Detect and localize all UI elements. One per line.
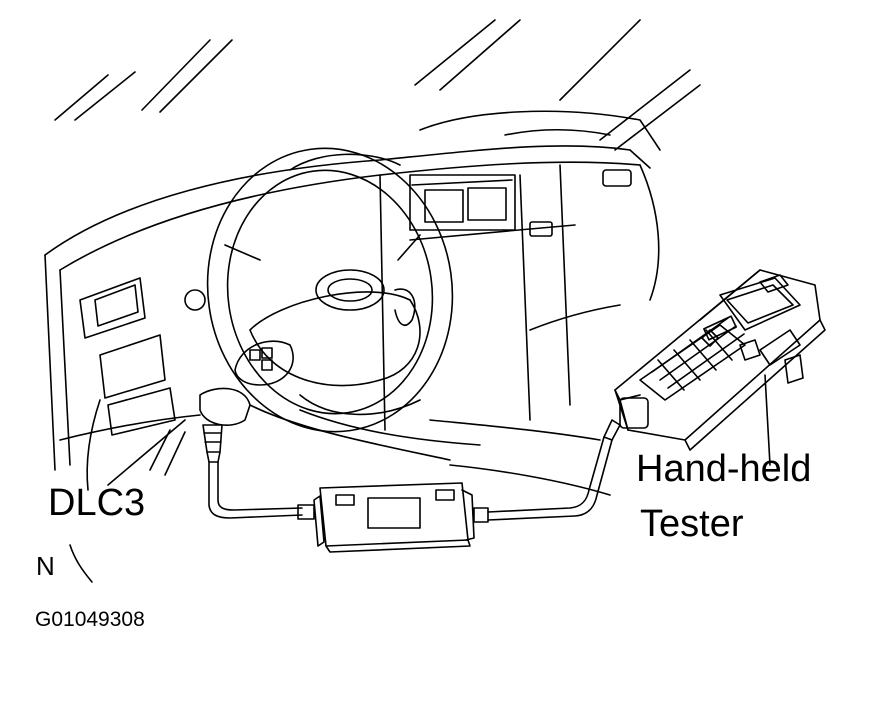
hand-held-tester [615, 270, 825, 450]
north-mark-label: N [36, 551, 55, 581]
lower-console-lines [87, 400, 610, 495]
cable-dlc3-side [209, 462, 314, 519]
tester-label-line2: Tester [640, 503, 744, 545]
dlc3-label: DLC3 [48, 482, 146, 524]
steering-wheel [189, 132, 470, 447]
steering-column [150, 388, 480, 475]
figure-id-label: G01049308 [35, 608, 145, 631]
tester-label-line1: Hand-held [636, 448, 812, 490]
dashboard [45, 111, 660, 470]
leader-lines [70, 375, 770, 582]
dlc3-connector [203, 425, 222, 462]
left-panel [60, 278, 205, 440]
center-vents [410, 170, 631, 236]
windshield-lines [55, 20, 700, 150]
adapter-box [314, 483, 474, 552]
